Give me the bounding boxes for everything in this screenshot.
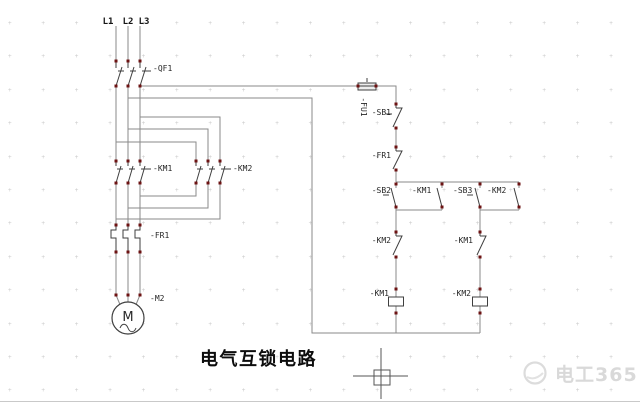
km1-main-label: -KM1 (153, 164, 172, 173)
overload-fr1 (110, 225, 141, 252)
km2-coil-label: -KM2 (452, 289, 471, 298)
interlock-contact-km2 (392, 232, 403, 256)
coil-km2 (472, 296, 488, 307)
contactor-km2 (195, 161, 231, 184)
fr1-main-label: -FR1 (150, 231, 169, 240)
phase-l1-label: L1 (103, 17, 114, 27)
sb3-label: -SB3 (453, 186, 472, 195)
km1-interlock-label: -KM1 (454, 236, 473, 245)
overload-contact-fr1 (392, 147, 403, 170)
km1-aux-label: -KM1 (412, 186, 431, 195)
phase-labels: L1 L2 L3 (103, 17, 150, 27)
qf1-label: -QF1 (153, 64, 172, 73)
phase-l3-label: L3 (139, 17, 150, 27)
watermark: 电工365 (520, 358, 638, 388)
aux-contact-km2 (513, 187, 520, 208)
crosshair-marker (353, 348, 408, 399)
fuse-fu1 (357, 78, 377, 91)
brand-logo-icon (523, 361, 547, 385)
sine-wave-icon (119, 323, 137, 333)
terminal-dots (114, 59, 521, 315)
breaker-qf1 (115, 61, 151, 87)
drawing-title: 电气互锁电路 (200, 349, 317, 370)
coil-km1 (388, 296, 404, 307)
km2-aux-label: -KM2 (487, 186, 506, 195)
km1-coil-label: -KM1 (370, 289, 389, 298)
fr1-contact-label: -FR1 (372, 151, 391, 160)
brand-name: 电工365 (555, 363, 638, 386)
motor-letter: M (122, 310, 133, 325)
contactor-km1 (115, 161, 151, 184)
start-button-sb2 (383, 187, 397, 208)
sb1-label: -SB1 (372, 108, 391, 117)
sb2-label: -SB2 (372, 186, 391, 195)
km2-interlock-label: -KM2 (372, 236, 391, 245)
motor-m2: M (111, 301, 145, 335)
aux-contact-km1 (436, 187, 443, 208)
interlock-contact-km1 (476, 232, 487, 256)
m2-label: -M2 (150, 294, 165, 303)
km2-main-label: -KM2 (233, 164, 252, 173)
fu1-label: -FU1 (359, 97, 368, 116)
phase-l2-label: L2 (123, 17, 134, 27)
start-button-sb3 (467, 187, 481, 208)
wires (115, 26, 520, 334)
